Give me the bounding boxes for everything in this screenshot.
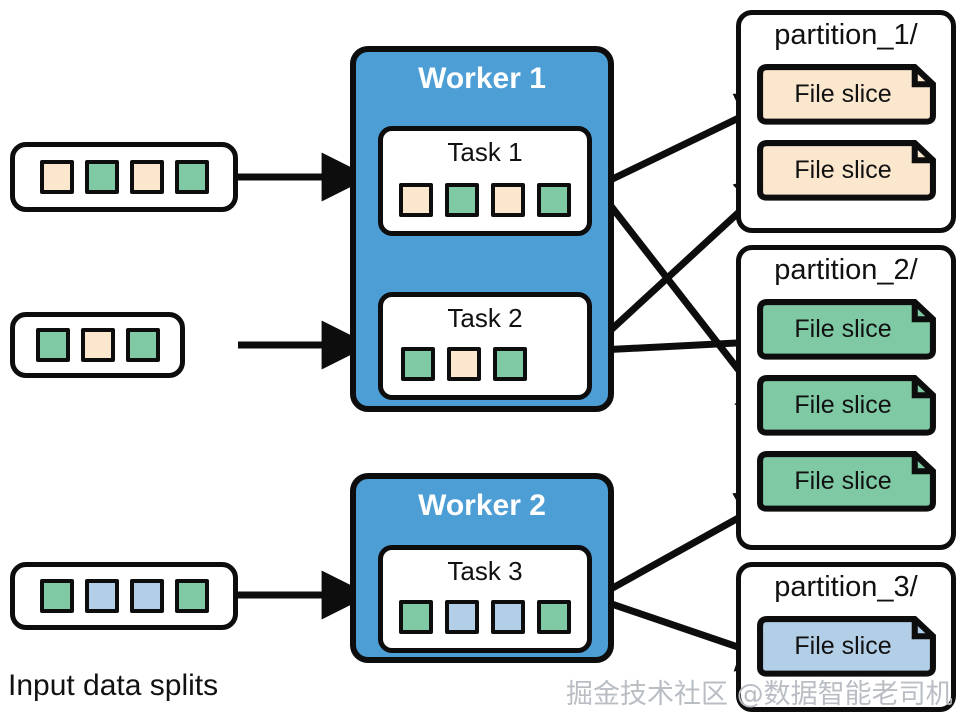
task-3-title: Task 3 (447, 556, 523, 586)
split-cell (125, 328, 160, 362)
split-cell (35, 328, 70, 362)
file-slice-icon (757, 140, 936, 201)
split-cell (174, 579, 209, 613)
split-cell (84, 579, 119, 613)
file-slice-label: File slice (794, 466, 892, 495)
file-slice-icon (757, 375, 936, 436)
partition-2-slices: File slice File slice File slice (755, 298, 937, 512)
file-slice-icon (757, 616, 936, 677)
input-split-2[interactable] (10, 312, 185, 378)
file-slice-label: File slice (794, 155, 892, 184)
task-3[interactable]: Task 3 (378, 545, 592, 653)
task-cell (445, 600, 479, 634)
worker-1-title: Worker 1 (418, 62, 546, 95)
task-cell (537, 600, 571, 634)
file-slice-icon (757, 451, 936, 512)
partition-2[interactable]: partition_2/ File slice File slice (736, 245, 956, 550)
input-data-splits-caption: Input data splits (8, 669, 219, 702)
file-slice-label: File slice (794, 390, 892, 419)
file-slice[interactable]: File slice (755, 139, 937, 201)
partition-2-title: partition_2/ (774, 254, 918, 286)
task-cell (401, 347, 435, 381)
input-split-3[interactable] (10, 562, 238, 630)
file-slice-label: File slice (794, 314, 892, 343)
split-cell (39, 160, 74, 194)
split-cell (80, 328, 115, 362)
worker-2[interactable]: Worker 2 Task 3 (350, 473, 614, 663)
split-cell (129, 579, 164, 613)
split-cell (39, 579, 74, 613)
watermark: 掘金技术社区 @数据智能老司机 (566, 679, 953, 710)
file-slice[interactable]: File slice (755, 450, 937, 512)
task-2[interactable]: Task 2 (378, 292, 592, 400)
task-cell (493, 347, 527, 381)
input-split-1[interactable] (10, 142, 238, 212)
file-slice[interactable]: File slice (755, 374, 937, 436)
worker-2-title: Worker 2 (418, 489, 546, 522)
split-cell (174, 160, 209, 194)
task-3-cells (383, 600, 587, 634)
task-1-title: Task 1 (447, 137, 523, 167)
partition-1-slices: File slice File slice (755, 63, 937, 201)
file-slice-label: File slice (794, 631, 892, 660)
file-slice-label: File slice (794, 79, 892, 108)
file-slice-icon (757, 64, 936, 125)
partition-3[interactable]: partition_3/ File slice (736, 562, 956, 712)
task-2-title: Task 2 (447, 303, 523, 333)
file-slice[interactable]: File slice (755, 298, 937, 360)
task-cell (447, 347, 481, 381)
task-cell (399, 183, 433, 217)
split-cell (84, 160, 119, 194)
partition-3-slices: File slice (755, 615, 937, 677)
task-1-cells (383, 183, 587, 217)
file-slice[interactable]: File slice (755, 615, 937, 677)
task-cell (491, 183, 525, 217)
file-slice[interactable]: File slice (755, 63, 937, 125)
partition-3-title: partition_3/ (774, 571, 918, 603)
task-cell (399, 600, 433, 634)
task-cell (491, 600, 525, 634)
task-1[interactable]: Task 1 (378, 126, 592, 236)
split-cell (129, 160, 164, 194)
task-cell (445, 183, 479, 217)
worker-1[interactable]: Worker 1 Task 1 Task 2 (350, 46, 614, 412)
partition-1[interactable]: partition_1/ File slice File slice (736, 10, 956, 233)
task-2-cells (383, 347, 587, 381)
task-cell (537, 183, 571, 217)
partition-1-title: partition_1/ (774, 19, 918, 51)
file-slice-icon (757, 299, 936, 360)
